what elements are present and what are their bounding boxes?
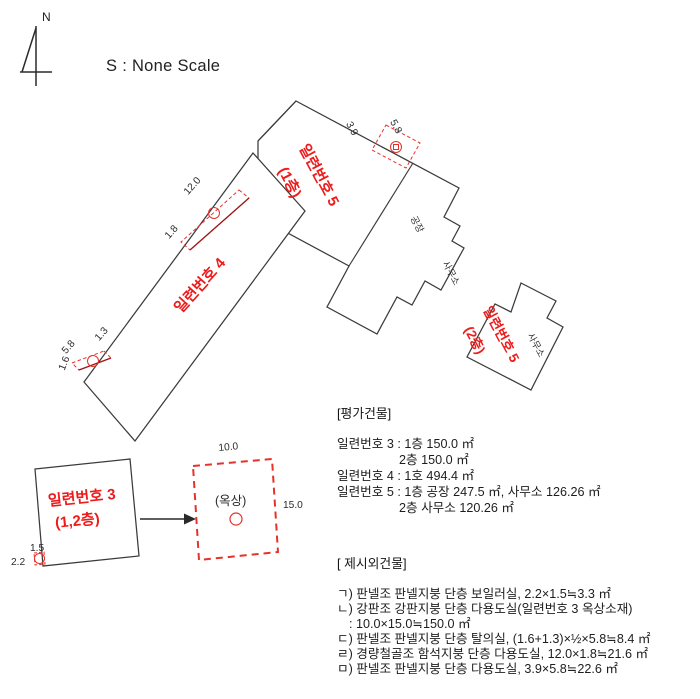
extra-panel-line-5: ㅁ) 판넬조 판넬지붕 단층 다용도실, 3.9×5.8≒22.6 ㎡ bbox=[337, 662, 618, 677]
scale-label: S : None Scale bbox=[106, 57, 221, 75]
compass-north-label: N bbox=[42, 10, 51, 24]
extra-panel-title: [ 제시외건물] bbox=[337, 556, 407, 571]
annex-box-mieum bbox=[371, 124, 421, 169]
north-arrow-icon bbox=[20, 26, 52, 86]
extra-panel-line-2: : 10.0×15.0≒150.0 ㎡ bbox=[349, 616, 471, 631]
annex-giyeok-dim-a: 1.5 bbox=[30, 543, 45, 554]
annex-box-giyeok bbox=[33, 551, 46, 566]
eval-panel-line-1: 2층 150.0 ㎡ bbox=[399, 452, 469, 467]
rooftop-dim-top: 10.0 bbox=[218, 441, 239, 454]
annex-box-digeut bbox=[71, 350, 112, 371]
extra-panel-line-4: ㄹ) 경량철골조 함석지붕 단층 다용도실, 12.0×1.8≒21.6 ㎡ bbox=[337, 647, 649, 662]
eval-panel-line-4: 2층 사무소 120.26 ㎡ bbox=[399, 501, 514, 516]
eval-panel-line-0: 일련번호 3 : 1층 150.0 ㎡ bbox=[337, 436, 475, 451]
extra-buildings-panel: [ 제시외건물] ㄱ) 판넬조 판넬지붕 단층 보일러실, 2.2×1.5≒3.… bbox=[337, 556, 651, 678]
extra-panel-line-3: ㄷ) 판넬조 판넬지붕 단층 탈의실, (1.6+1.3)×½×5.8≒8.4 … bbox=[337, 632, 651, 647]
rooftop-pointer-arrow bbox=[140, 513, 196, 525]
eval-panel-line-3: 일련번호 5 : 1층 공장 247.5 ㎡, 사무소 126.26 ㎡ bbox=[337, 485, 601, 500]
annex-box-rieul bbox=[180, 189, 250, 251]
building-3-outline bbox=[34, 458, 140, 567]
rooftop-dashed-box bbox=[191, 457, 280, 562]
extra-panel-line-1: ㄴ) 강판조 강판지붕 단층 다용도실(일련번호 3 옥상소재) bbox=[337, 601, 633, 616]
rooftop-dim-right: 15.0 bbox=[283, 500, 303, 511]
building-4-outline bbox=[83, 152, 306, 442]
eval-panel-title: [평가건물] bbox=[337, 406, 392, 421]
extra-panel-line-0: ㄱ) 판넬조 판넬지붕 단층 보일러실, 2.2×1.5≒3.3 ㎡ bbox=[337, 586, 611, 601]
eval-buildings-panel: [평가건물] 일련번호 3 : 1층 150.0 ㎡ 2층 150.0 ㎡ 일련… bbox=[337, 406, 601, 518]
eval-panel-line-2: 일련번호 4 : 1호 494.4 ㎡ bbox=[337, 468, 475, 483]
annex-giyeok-dim-b: 2.2 bbox=[11, 557, 26, 568]
compass: N bbox=[14, 10, 84, 100]
building-5-1f-outline bbox=[257, 100, 465, 335]
building-5-2f-outline bbox=[466, 282, 564, 391]
